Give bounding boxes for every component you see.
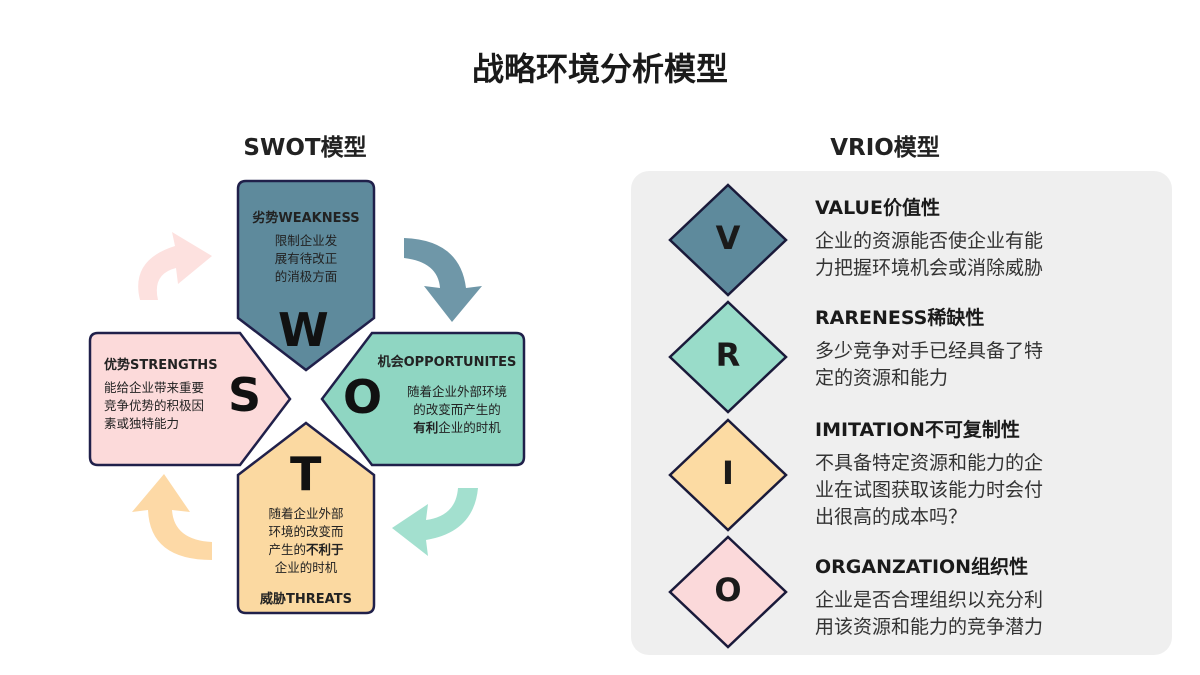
strengths-line-3: 素或独特能力 [104,416,180,431]
threats-letter: T [290,447,322,501]
opportunities-quadrant [320,331,526,467]
vrio-diamond-o [668,535,788,649]
cycle-arrow-bottom-right [392,488,478,556]
vrio-organization-title: ORGANZATION组织性 [815,556,1029,578]
threats-line-4: 企业的时机 [274,560,338,575]
threats-quadrant [236,421,376,615]
vrio-imitation-title: IMITATION不可复制性 [815,419,1020,441]
vrio-rareness-line-1: 多少竞争对手已经具备了特 [815,340,1044,362]
opportunities-line-3: 企业的时机 [438,420,501,435]
vrio-heading: VRIO模型 [830,135,940,161]
strengths-letter: S [228,368,262,422]
vrio-letter-i: I [722,454,734,492]
vrio-imitation-line-2: 业在试图获取该能力时会付 [815,479,1044,501]
threats-line-1: 随着企业外部 [268,506,344,521]
vrio-letter-o: O [714,571,742,609]
vrio-value-title: VALUE价值性 [815,197,940,219]
vrio-rareness-line-2: 定的资源和能力 [815,367,949,389]
page-title: 战略环境分析模型 [471,50,728,88]
vrio-letter-r: R [715,336,741,374]
opportunities-letter: O [343,370,383,424]
threats-line-3-pre: 产生的 [268,542,306,557]
opportunities-line-1: 随着企业外部环境 [406,384,507,399]
weakness-line-1: 限制企业发 [274,233,338,248]
vrio-rareness-title: RARENESS稀缺性 [815,307,985,329]
weakness-quadrant [236,179,376,372]
threats-line-2: 环境的改变而 [268,524,344,539]
threats-title: 威胁THREATS [260,592,352,607]
vrio-organization-line-1: 企业是否合理组织以充分利 [815,589,1044,611]
cycle-arrow-top-right [404,238,482,322]
vrio-diamond-r [668,300,788,414]
cycle-arrow-top-left [138,232,212,300]
swot-heading: SWOT模型 [243,135,367,161]
vrio-diamond-i [668,418,788,532]
strengths-title: 优势STRENGTHS [104,358,218,373]
weakness-title: 劣势WEAKNESS [252,211,360,226]
swot-diagram [88,179,526,615]
strengths-line-2: 竞争优势的积极因 [104,398,205,413]
opportunities-line-2: 的改变而产生的 [413,402,501,417]
opportunities-title: 机会OPPORTUNITES [377,355,517,370]
vrio-value-line-1: 企业的资源能否使企业有能 [815,230,1044,252]
weakness-line-3: 的消极方面 [274,269,338,284]
vrio-value-line-2: 力把握环境机会或消除威胁 [815,257,1044,279]
threats-line-3-bold: 不利于 [306,542,344,557]
cycle-arrow-bottom-left [132,474,212,560]
strengths-line-1: 能给企业带来重要 [104,380,205,395]
strengths-quadrant [88,331,292,467]
vrio-letter-v: V [715,219,741,257]
vrio-diamond-v [668,183,788,297]
vrio-organization-line-2: 用该资源和能力的竞争潜力 [815,616,1044,638]
weakness-letter: W [278,303,329,357]
weakness-line-2: 展有待改正 [274,251,338,266]
vrio-imitation-line-3: 出很高的成本吗？ [815,506,968,528]
vrio-imitation-line-1: 不具备特定资源和能力的企 [815,452,1044,474]
opportunities-line-3-bold: 有利 [413,420,439,435]
